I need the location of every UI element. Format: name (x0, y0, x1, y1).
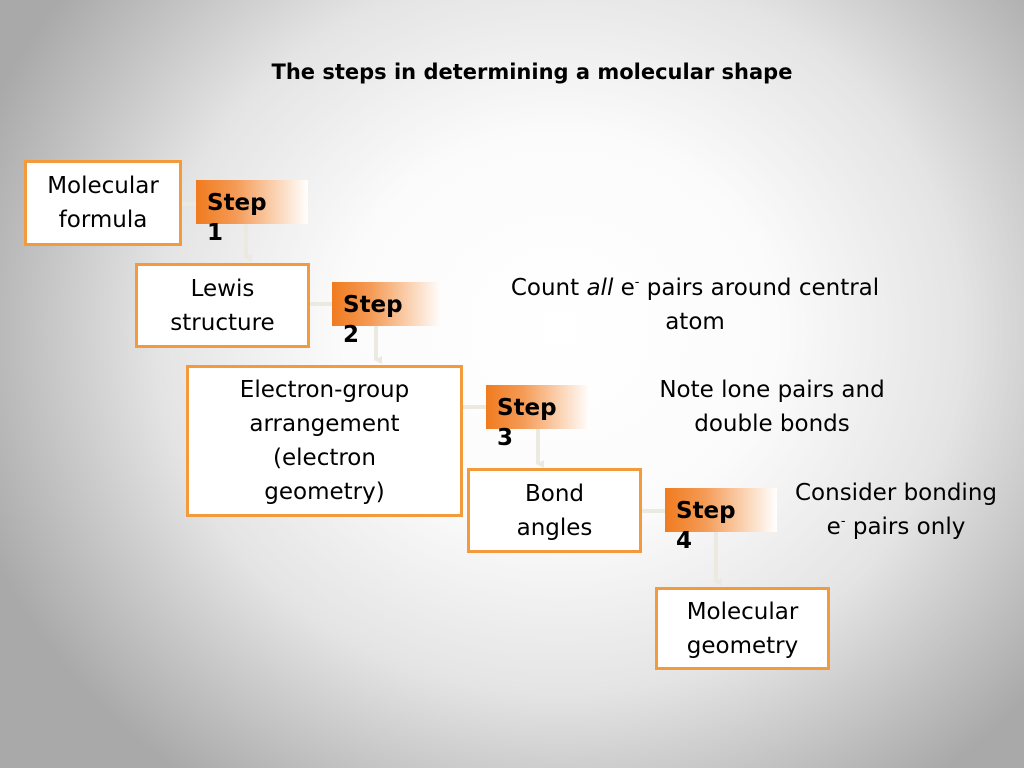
note-text: e (613, 275, 635, 301)
step-2-note: Count all e- pairs around central atom (470, 271, 920, 339)
note-text: pairs around central (639, 275, 880, 301)
note-text: Note lone pairs and (659, 377, 885, 403)
step-3-text: Step 3 (497, 395, 557, 451)
step-4-text: Step 4 (676, 498, 736, 554)
molecular-formula-box: Molecular formula (24, 160, 182, 246)
electron-group-arrangement-box: Electron-group arrangement (electron geo… (186, 365, 463, 517)
step-1-text: Step 1 (207, 190, 267, 246)
step-1-label: Step 1 (196, 180, 308, 246)
step-2-text: Step 2 (343, 292, 403, 348)
note-text: atom (665, 309, 725, 335)
note-emphasis: all (586, 275, 614, 301)
molecular-geometry-box: Molecular geometry (655, 587, 830, 670)
note-superscript: - (634, 275, 640, 290)
note-text: Count (510, 275, 587, 301)
step-3-note: Note lone pairs and double bonds (612, 373, 932, 441)
box-line: geometry) (264, 479, 385, 505)
box-line: Molecular (686, 598, 799, 625)
box-line: Electron-group (239, 377, 410, 403)
lewis-structure-box: Lewis structure (135, 263, 310, 348)
box-line: Molecular (47, 173, 159, 199)
box-line: geometry (686, 632, 799, 659)
box-line: Lewis (190, 275, 255, 302)
note-superscript: - (840, 514, 846, 529)
note-text: e (826, 514, 841, 540)
step-3-label: Step 3 (486, 385, 590, 451)
note-text: double bonds (694, 411, 850, 437)
bond-angles-box: Bond angles (467, 468, 642, 553)
step-2-label: Step 2 (332, 282, 442, 348)
box-line: formula (58, 207, 148, 233)
step-4-note: Consider bonding e- pairs only (776, 476, 1016, 544)
box-line: structure (170, 309, 275, 336)
box-line: angles (516, 514, 593, 541)
note-text: pairs only (845, 514, 966, 540)
slide-title: The steps in determining a molecular sha… (271, 60, 793, 84)
note-text: Consider bonding (794, 480, 997, 506)
box-line: (electron (273, 445, 376, 471)
step-4-label: Step 4 (665, 488, 777, 554)
box-line: Bond (524, 480, 584, 507)
box-line: arrangement (249, 411, 400, 437)
